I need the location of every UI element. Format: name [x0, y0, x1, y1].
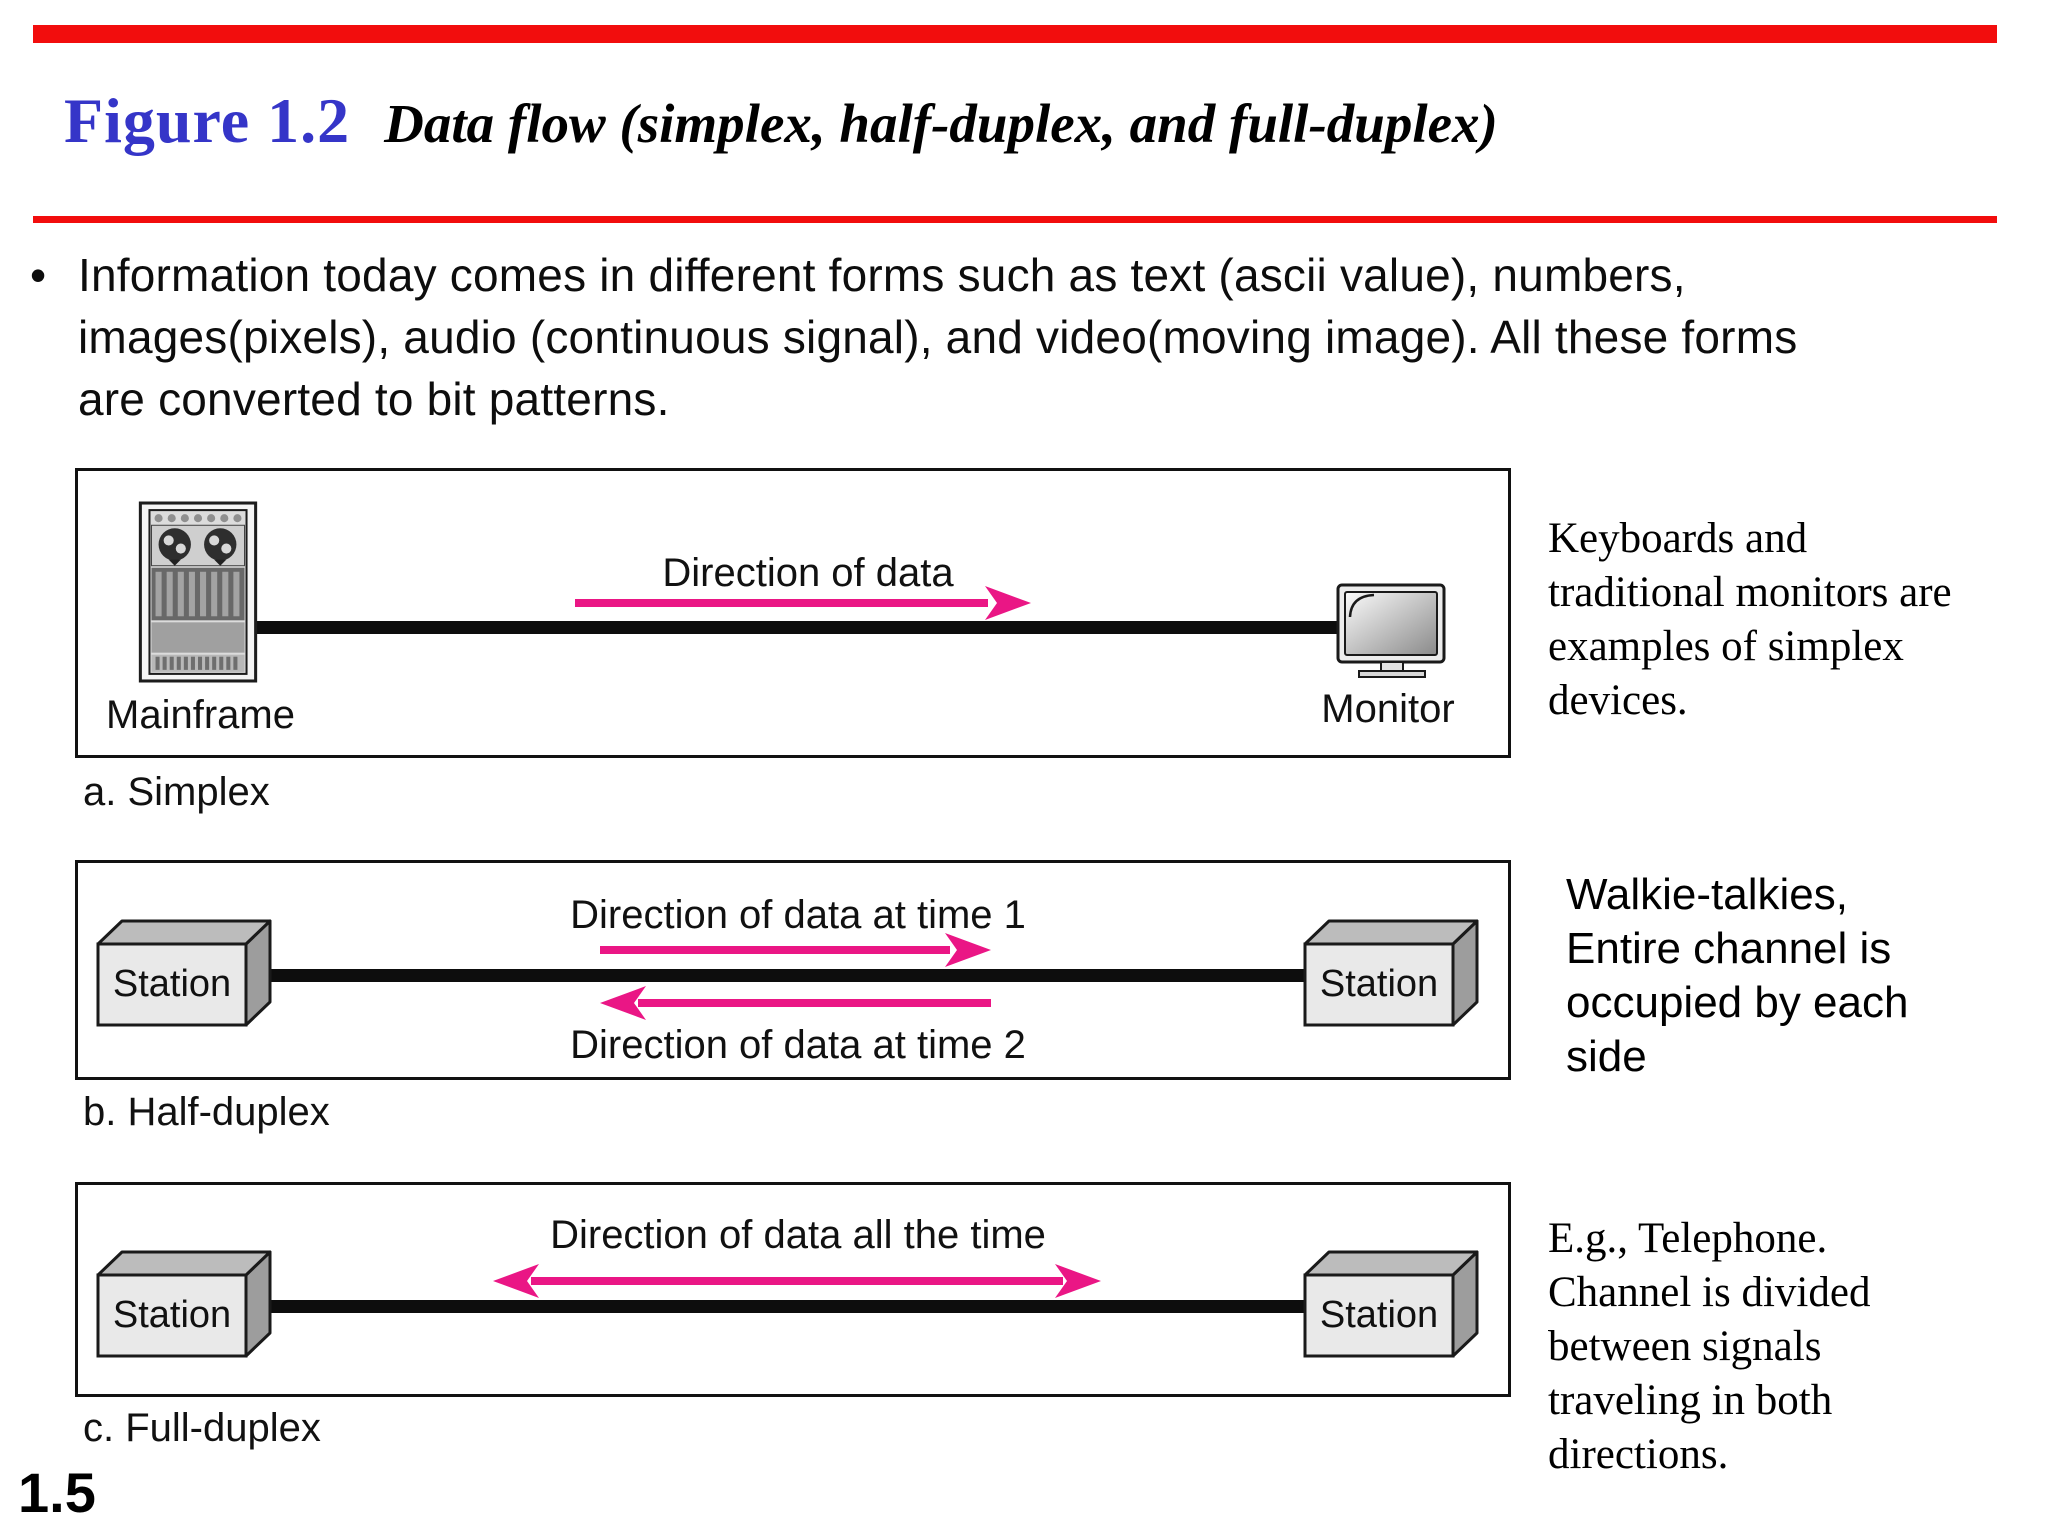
half-duplex-caption: b. Half-duplex	[83, 1090, 330, 1134]
arrow-right-icon	[600, 933, 991, 967]
half-duplex-arrow2-label: Direction of data at time 2	[570, 1023, 1026, 1067]
full-duplex-diagram-box: Station Direction of data all the time S…	[75, 1182, 1511, 1397]
heading-underline	[33, 216, 1997, 223]
station-right-label: Station	[1319, 1294, 1439, 1336]
simplex-note: Keyboards and traditional monitors are e…	[1548, 515, 1952, 724]
station-cube-icon	[96, 919, 272, 1027]
arrow-double-icon	[493, 1264, 1101, 1298]
bullet-marker: •	[30, 249, 47, 301]
monitor-label: Monitor	[1321, 687, 1455, 731]
figure-number: Figure 1.2	[64, 85, 351, 156]
station-cube-icon	[1303, 919, 1479, 1027]
simplex-link-line	[248, 621, 1353, 634]
intro-paragraph: • Information today comes in different f…	[30, 244, 2020, 430]
monitor-icon	[1336, 583, 1446, 678]
station-cube-icon	[96, 1250, 272, 1358]
arrow-left-icon	[600, 986, 991, 1020]
station-right-label: Station	[1319, 963, 1439, 1005]
full-duplex-arrow-label: Direction of data all the time	[550, 1213, 1046, 1257]
mainframe-label: Mainframe	[106, 693, 295, 737]
mainframe-icon	[138, 501, 258, 683]
half-duplex-diagram-box: Station Direction of data at time 1 Dire…	[75, 860, 1511, 1080]
full-duplex-note: E.g., Telephone. Channel is divided betw…	[1548, 1215, 1871, 1478]
figure-title: Data flow (simplex, half-duplex, and ful…	[384, 93, 1498, 154]
intro-text: Information today comes in different for…	[78, 249, 1798, 425]
station-cube-icon	[1303, 1250, 1479, 1358]
simplex-diagram-box: Mainframe Direction of data Monitor	[75, 468, 1511, 758]
simplex-caption: a. Simplex	[83, 770, 270, 814]
figure-heading: Figure 1.2 Data flow (simplex, half-dupl…	[64, 84, 1498, 158]
half-duplex-arrow1-label: Direction of data at time 1	[570, 893, 1026, 937]
arrow-right-icon	[575, 586, 1031, 620]
top-accent-bar	[33, 25, 1997, 43]
full-duplex-caption: c. Full-duplex	[83, 1406, 321, 1450]
simplex-arrow-label: Direction of data	[662, 551, 954, 595]
station-left-label: Station	[112, 963, 232, 1005]
full-duplex-link-line	[253, 1300, 1313, 1313]
page-number: 1.5	[18, 1461, 96, 1524]
station-left-label: Station	[112, 1294, 232, 1336]
half-duplex-note: Walkie-talkies, Entire channel is occupi…	[1566, 870, 1909, 1081]
half-duplex-link-line	[253, 969, 1313, 982]
